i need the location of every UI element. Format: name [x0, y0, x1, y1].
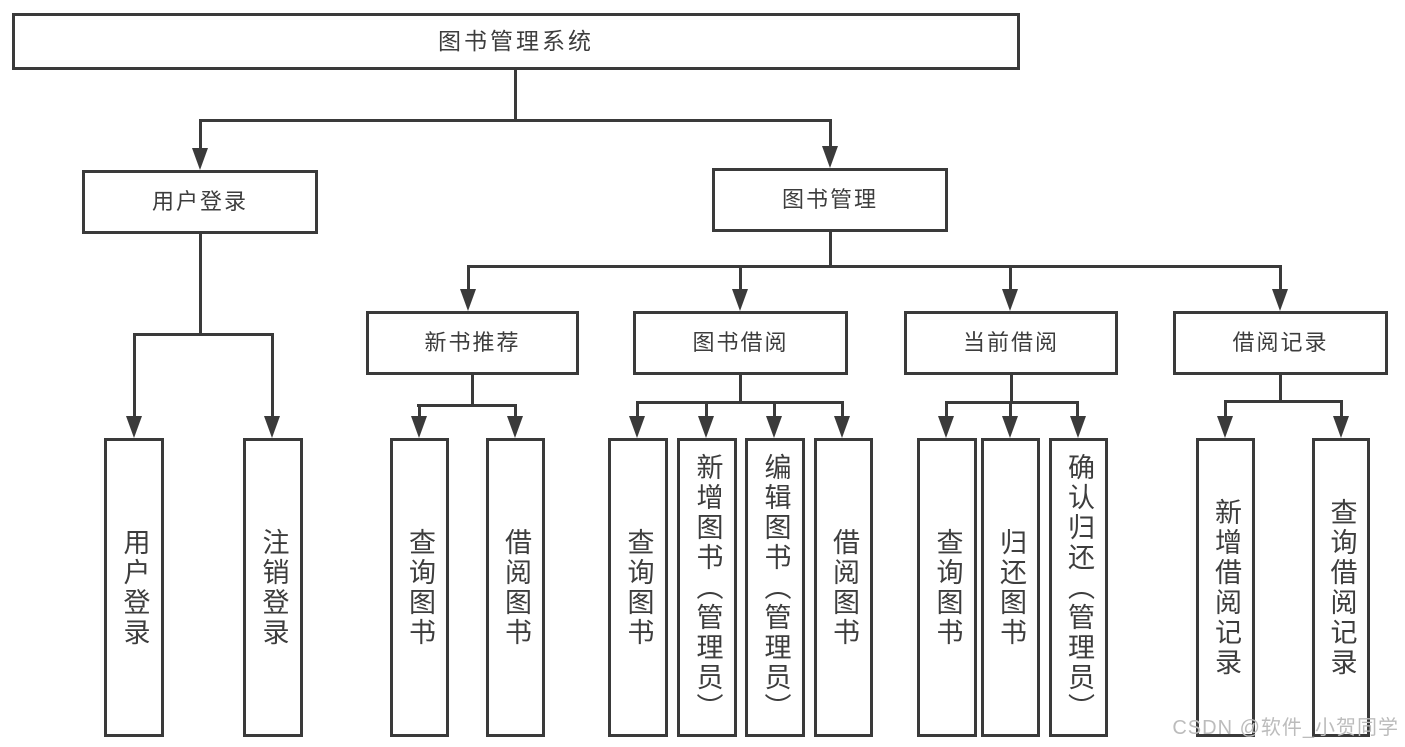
node-book-mgmt-label: 图书管理: [781, 187, 878, 212]
connector-borrowrecord-rail: [1224, 400, 1343, 403]
arrow-down-icon: [834, 416, 850, 438]
leaf-query-book-1-label: 查询图书: [405, 527, 435, 648]
connector-bookborrow-rail: [636, 401, 843, 404]
arrow-down-icon: [1217, 416, 1233, 438]
arrow-down-icon: [822, 146, 838, 168]
node-current-borrow-label: 当前借阅: [962, 330, 1059, 355]
leaf-edit-book: 编辑图书（管理员）: [745, 438, 805, 737]
connector-drop: [418, 404, 421, 418]
leaf-borrow-book-1: 借阅图书: [486, 438, 545, 737]
connector-userlogin-rail: [133, 333, 274, 336]
leaf-confirm-return: 确认归还（管理员）: [1049, 438, 1108, 737]
leaf-confirm-return-label: 确认归还（管理员）: [1064, 452, 1094, 723]
arrow-down-icon: [766, 416, 782, 438]
arrow-down-icon: [1333, 416, 1349, 438]
connector-drop: [271, 333, 274, 418]
leaf-return-book: 归还图书: [981, 438, 1040, 737]
node-user-login: 用户登录: [82, 170, 318, 234]
leaf-add-record-label: 新增借阅记录: [1211, 497, 1241, 678]
node-borrow-record-label: 借阅记录: [1232, 330, 1329, 355]
leaf-borrow-book-2-label: 借阅图书: [829, 527, 859, 648]
connector-drop: [467, 265, 470, 291]
connector-drop: [705, 401, 708, 418]
connector-drop: [829, 119, 832, 148]
connector-drop: [1224, 400, 1227, 418]
connector-bookmgmt-rail: [467, 265, 1282, 268]
arrow-down-icon: [411, 416, 427, 438]
connector-bookborrow-stem: [739, 375, 742, 403]
leaf-add-book-label: 新增图书（管理员）: [692, 452, 723, 723]
connector-drop: [1340, 400, 1343, 418]
node-book-mgmt: 图书管理: [712, 168, 948, 232]
leaf-borrow-book-2: 借阅图书: [814, 438, 873, 737]
arrow-down-icon: [192, 148, 208, 170]
arrow-down-icon: [1070, 416, 1086, 438]
connector-bookmgmt-stem: [829, 232, 832, 268]
leaf-query-record: 查询借阅记录: [1312, 438, 1370, 737]
leaf-query-book-2: 查询图书: [608, 438, 668, 737]
arrow-down-icon: [698, 416, 714, 438]
connector-borrowrecord-stem: [1279, 375, 1282, 402]
leaf-logout: 注销登录: [243, 438, 303, 737]
leaf-query-book-1: 查询图书: [390, 438, 449, 737]
connector-drop: [945, 401, 948, 418]
connector-drop: [1076, 401, 1079, 418]
connector-drop: [199, 119, 202, 150]
connector-drop: [739, 265, 742, 291]
leaf-user-login-label: 用户登录: [119, 527, 150, 648]
arrow-down-icon: [732, 289, 748, 311]
arrow-down-icon: [507, 416, 523, 438]
connector-currentborrow-rail: [945, 401, 1079, 404]
connector-drop: [133, 333, 136, 418]
connector-currentborrow-stem: [1010, 375, 1013, 403]
leaf-query-book-3-label: 查询图书: [932, 527, 963, 648]
node-root-label: 图书管理系统: [438, 28, 594, 54]
node-book-borrow-label: 图书借阅: [692, 330, 789, 355]
leaf-query-record-label: 查询借阅记录: [1326, 497, 1357, 678]
node-borrow-record: 借阅记录: [1173, 311, 1388, 375]
connector-drop: [514, 404, 517, 418]
leaf-query-book-2-label: 查询图书: [623, 527, 654, 648]
arrow-down-icon: [1272, 289, 1288, 311]
node-root: 图书管理系统: [12, 13, 1020, 70]
leaf-borrow-book-1-label: 借阅图书: [501, 527, 531, 648]
connector-userlogin-stem: [199, 234, 202, 335]
leaf-add-book: 新增图书（管理员）: [677, 438, 737, 737]
node-new-book-rec: 新书推荐: [366, 311, 579, 375]
node-book-borrow: 图书借阅: [633, 311, 848, 375]
connector-newbookrec-rail: [417, 404, 517, 407]
leaf-add-record: 新增借阅记录: [1196, 438, 1255, 737]
csdn-watermark: CSDN @软件_小贺同学: [1172, 717, 1399, 739]
connector-drop: [636, 401, 639, 418]
arrow-down-icon: [938, 416, 954, 438]
connector-drop: [1279, 265, 1282, 291]
arrow-down-icon: [264, 416, 280, 438]
arrow-down-icon: [460, 289, 476, 311]
node-new-book-rec-label: 新书推荐: [424, 330, 521, 355]
leaf-query-book-3: 查询图书: [917, 438, 977, 737]
connector-root-stem: [514, 70, 517, 122]
arrow-down-icon: [629, 416, 645, 438]
connector-drop: [1009, 265, 1012, 291]
leaf-return-book-label: 归还图书: [996, 527, 1026, 648]
connector-drop: [841, 401, 844, 418]
connector-newbookrec-stem: [471, 375, 474, 406]
connector-drop: [773, 401, 776, 418]
connector-drop: [1009, 401, 1012, 418]
leaf-user-login: 用户登录: [104, 438, 164, 737]
leaf-edit-book-label: 编辑图书（管理员）: [760, 452, 791, 723]
arrow-down-icon: [1002, 289, 1018, 311]
connector-root-rail: [199, 119, 832, 122]
node-user-login-label: 用户登录: [151, 189, 248, 214]
arrow-down-icon: [1002, 416, 1018, 438]
arrow-down-icon: [126, 416, 142, 438]
leaf-logout-label: 注销登录: [258, 527, 289, 648]
node-current-borrow: 当前借阅: [904, 311, 1118, 375]
